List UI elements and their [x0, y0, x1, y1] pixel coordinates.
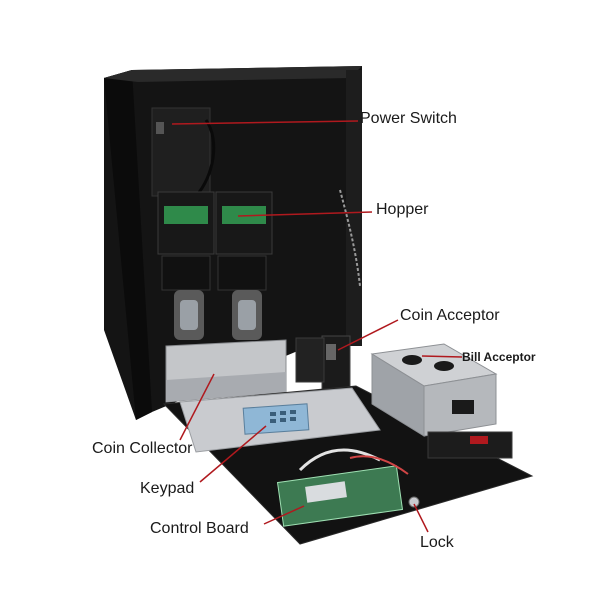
coin-acceptor-plate [295, 337, 325, 383]
hopper-left [157, 191, 215, 340]
hopper-right-label [222, 206, 266, 224]
leader-bill-acceptor [421, 355, 463, 358]
label-control-board: Control Board [150, 520, 249, 537]
label-hopper: Hopper [376, 201, 429, 218]
cabinet-right-wall [346, 70, 362, 346]
leader-control-board [263, 505, 305, 525]
bill-acceptor-base [427, 431, 513, 459]
cabinet-left-side [104, 70, 152, 420]
label-coin-collector: Coin Collector [92, 440, 193, 457]
power-switch-box [151, 107, 211, 197]
keypad-grid [270, 410, 296, 423]
leader-lock [413, 503, 429, 533]
cabinet-top-edge [104, 66, 362, 82]
door-chain [339, 189, 361, 287]
leader-coin-collector [179, 373, 215, 441]
power-cable [194, 119, 216, 198]
leader-power-switch [171, 120, 359, 125]
bill-acceptor-hole-1 [402, 355, 422, 365]
control-board-wires-2 [349, 455, 409, 475]
label-coin-acceptor: Coin Acceptor [400, 307, 500, 324]
hopper-right [215, 191, 273, 340]
hopper-left-coil [180, 300, 198, 330]
coin-acceptor-face [326, 344, 336, 360]
door-lock [408, 496, 420, 508]
leader-coin-acceptor [337, 319, 399, 351]
label-bill-acceptor: Bill Acceptor [462, 350, 536, 364]
label-power-switch: Power Switch [360, 110, 457, 127]
bill-acceptor-side [371, 353, 425, 437]
label-lock: Lock [420, 534, 454, 551]
hopper-right-coil [238, 300, 256, 330]
bill-acceptor-hole-2 [434, 361, 454, 371]
leader-lines [171, 120, 463, 533]
label-keypad: Keypad [140, 480, 195, 497]
bill-acceptor-slot [452, 400, 474, 414]
bill-acceptor-red-trim [470, 436, 488, 444]
control-board-chip [305, 481, 347, 503]
coin-collector-front [166, 372, 286, 402]
hopper-right-base [217, 255, 267, 291]
hopper-left-base [161, 255, 211, 291]
leader-keypad [199, 425, 267, 483]
power-switch-toggle [156, 122, 164, 134]
hopper-left-label [164, 206, 208, 224]
leader-hopper [237, 211, 373, 217]
